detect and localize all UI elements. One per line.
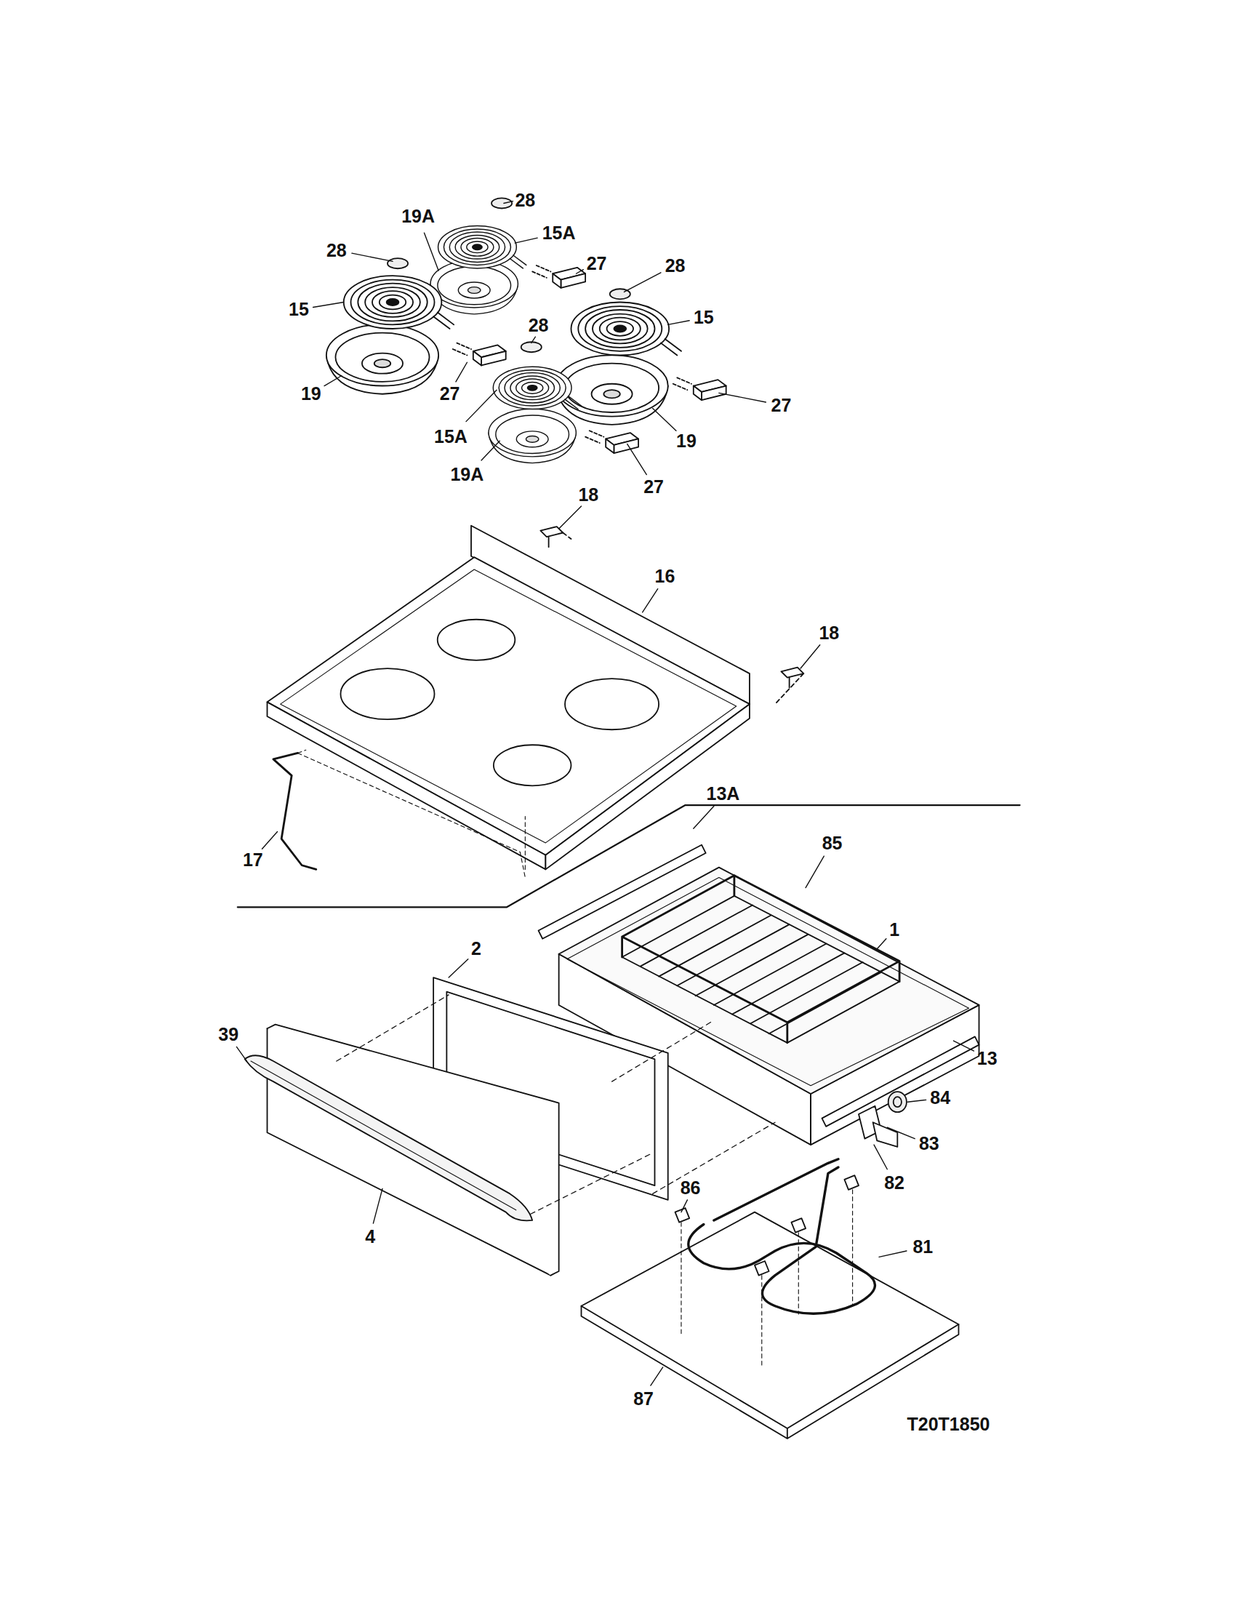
callout-number: 4 xyxy=(364,1227,376,1246)
callout-number: 27 xyxy=(439,384,461,403)
callout-number: 28 xyxy=(326,240,347,259)
callout-number: 28 xyxy=(665,255,686,275)
callout-number: 15A xyxy=(434,427,468,446)
callout-number: 83 xyxy=(919,1134,940,1153)
callout-number: 87 xyxy=(633,1389,654,1408)
callout-number: 19A xyxy=(450,465,484,484)
callout-number: 16 xyxy=(655,567,676,586)
callout-number: 15A xyxy=(542,223,576,242)
callout-number: 1 xyxy=(889,919,900,938)
callout-number: 28 xyxy=(528,316,549,335)
callout-number: 85 xyxy=(822,833,843,852)
callout-number: 18 xyxy=(818,623,840,642)
callout-number: 28 xyxy=(514,190,536,209)
callout-number: 19 xyxy=(676,431,697,450)
callout-number: 27 xyxy=(771,395,792,414)
callout-number: 81 xyxy=(912,1237,933,1256)
drawing-number: T20T1850 xyxy=(906,1414,990,1434)
callout-number: 82 xyxy=(884,1172,905,1191)
callout-number: 18 xyxy=(578,485,599,504)
callout-number: 2 xyxy=(471,939,482,958)
callout-number: 13A xyxy=(706,784,741,803)
callout-number: 15 xyxy=(288,300,309,319)
callout-number: 86 xyxy=(680,1177,701,1197)
callout-number: 27 xyxy=(586,253,608,272)
callout-number: 17 xyxy=(242,850,264,869)
callout-number: 15 xyxy=(693,308,714,327)
callout-number: 39 xyxy=(218,1025,239,1044)
callout-number: 84 xyxy=(929,1088,951,1107)
leader-lines xyxy=(236,201,974,1386)
callout-number: 27 xyxy=(643,477,664,496)
callout-number: 19A xyxy=(401,207,435,226)
callout-number: 13 xyxy=(977,1048,998,1067)
callout-number: 19 xyxy=(301,384,322,403)
